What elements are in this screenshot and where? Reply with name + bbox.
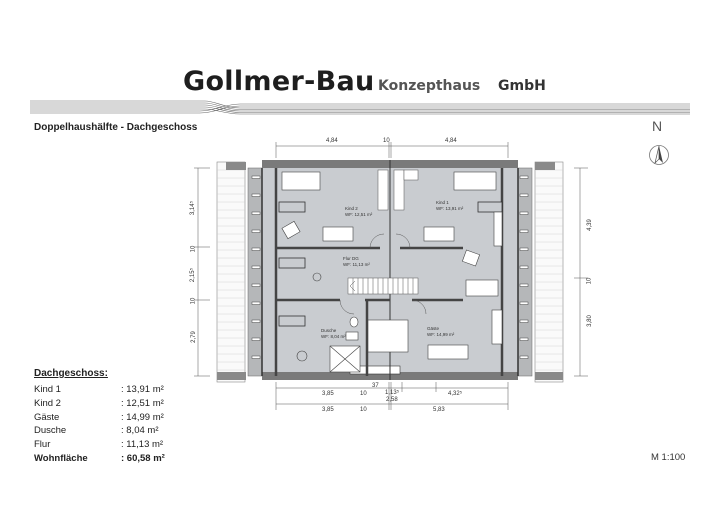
staircase: [347, 277, 419, 295]
dim-bottom1-5: 2,58: [386, 397, 398, 403]
dim-left-1: 3,14⁵: [190, 200, 197, 216]
area-row: Kind 1: 13,91 m²: [34, 384, 164, 395]
dim-left-2: 10: [190, 245, 197, 253]
plan-title: Doppelhaushälfte - Dachgeschoss: [34, 122, 198, 133]
roof-left: [216, 161, 246, 383]
dim-top-2: 10: [383, 138, 390, 144]
scale-label: M 1:100: [651, 452, 686, 463]
dim-bottom1-6: 4,32⁵: [448, 391, 463, 397]
dim-bottom1-1: 3,85: [322, 391, 334, 397]
area-row: Kind 2: 12,51 m²: [34, 398, 164, 409]
company-name: Gollmer-Bau: [183, 66, 375, 97]
dim-bottom2-1: 3,85: [322, 407, 334, 413]
dim-top-3: 4,84: [445, 138, 457, 144]
roof-right: [534, 161, 564, 383]
dim-bottom1-4: 1,13⁵: [385, 390, 400, 396]
area-table-title: Dachgeschoss:: [34, 368, 108, 379]
dim-left-5: 2,79: [190, 331, 197, 343]
area-row: Flur: 11,13 m²: [34, 439, 164, 450]
dim-top-1: 4,84: [326, 138, 338, 144]
area-row: Dusche: 8,04 m²: [34, 425, 159, 436]
dim-right-2: 10: [586, 277, 593, 285]
dim-bottom1-3: 37: [372, 383, 379, 389]
dim-left-3: 2,15⁵: [190, 267, 197, 283]
area-row: Gäste: 14,99 m²: [34, 412, 164, 423]
dim-right-3: 3,80: [586, 315, 593, 327]
north-arrow-icon: [649, 145, 669, 165]
company-tagline: Konzepthaus: [378, 78, 481, 94]
dim-bottom2-2: 10: [360, 407, 367, 413]
dim-left-4: 10: [190, 297, 197, 305]
dim-bottom2-3: 5,83: [433, 407, 445, 413]
area-total-row: Wohnfläche: 60,58 m²: [34, 453, 165, 464]
floor-plan: [194, 142, 588, 410]
dim-right-1: 4,39: [586, 219, 593, 231]
north-label: N: [652, 118, 663, 134]
dim-bottom1-2: 10: [360, 391, 367, 397]
company-legal-form: GmbH: [498, 78, 546, 94]
header-swoosh-lines: [30, 100, 690, 115]
